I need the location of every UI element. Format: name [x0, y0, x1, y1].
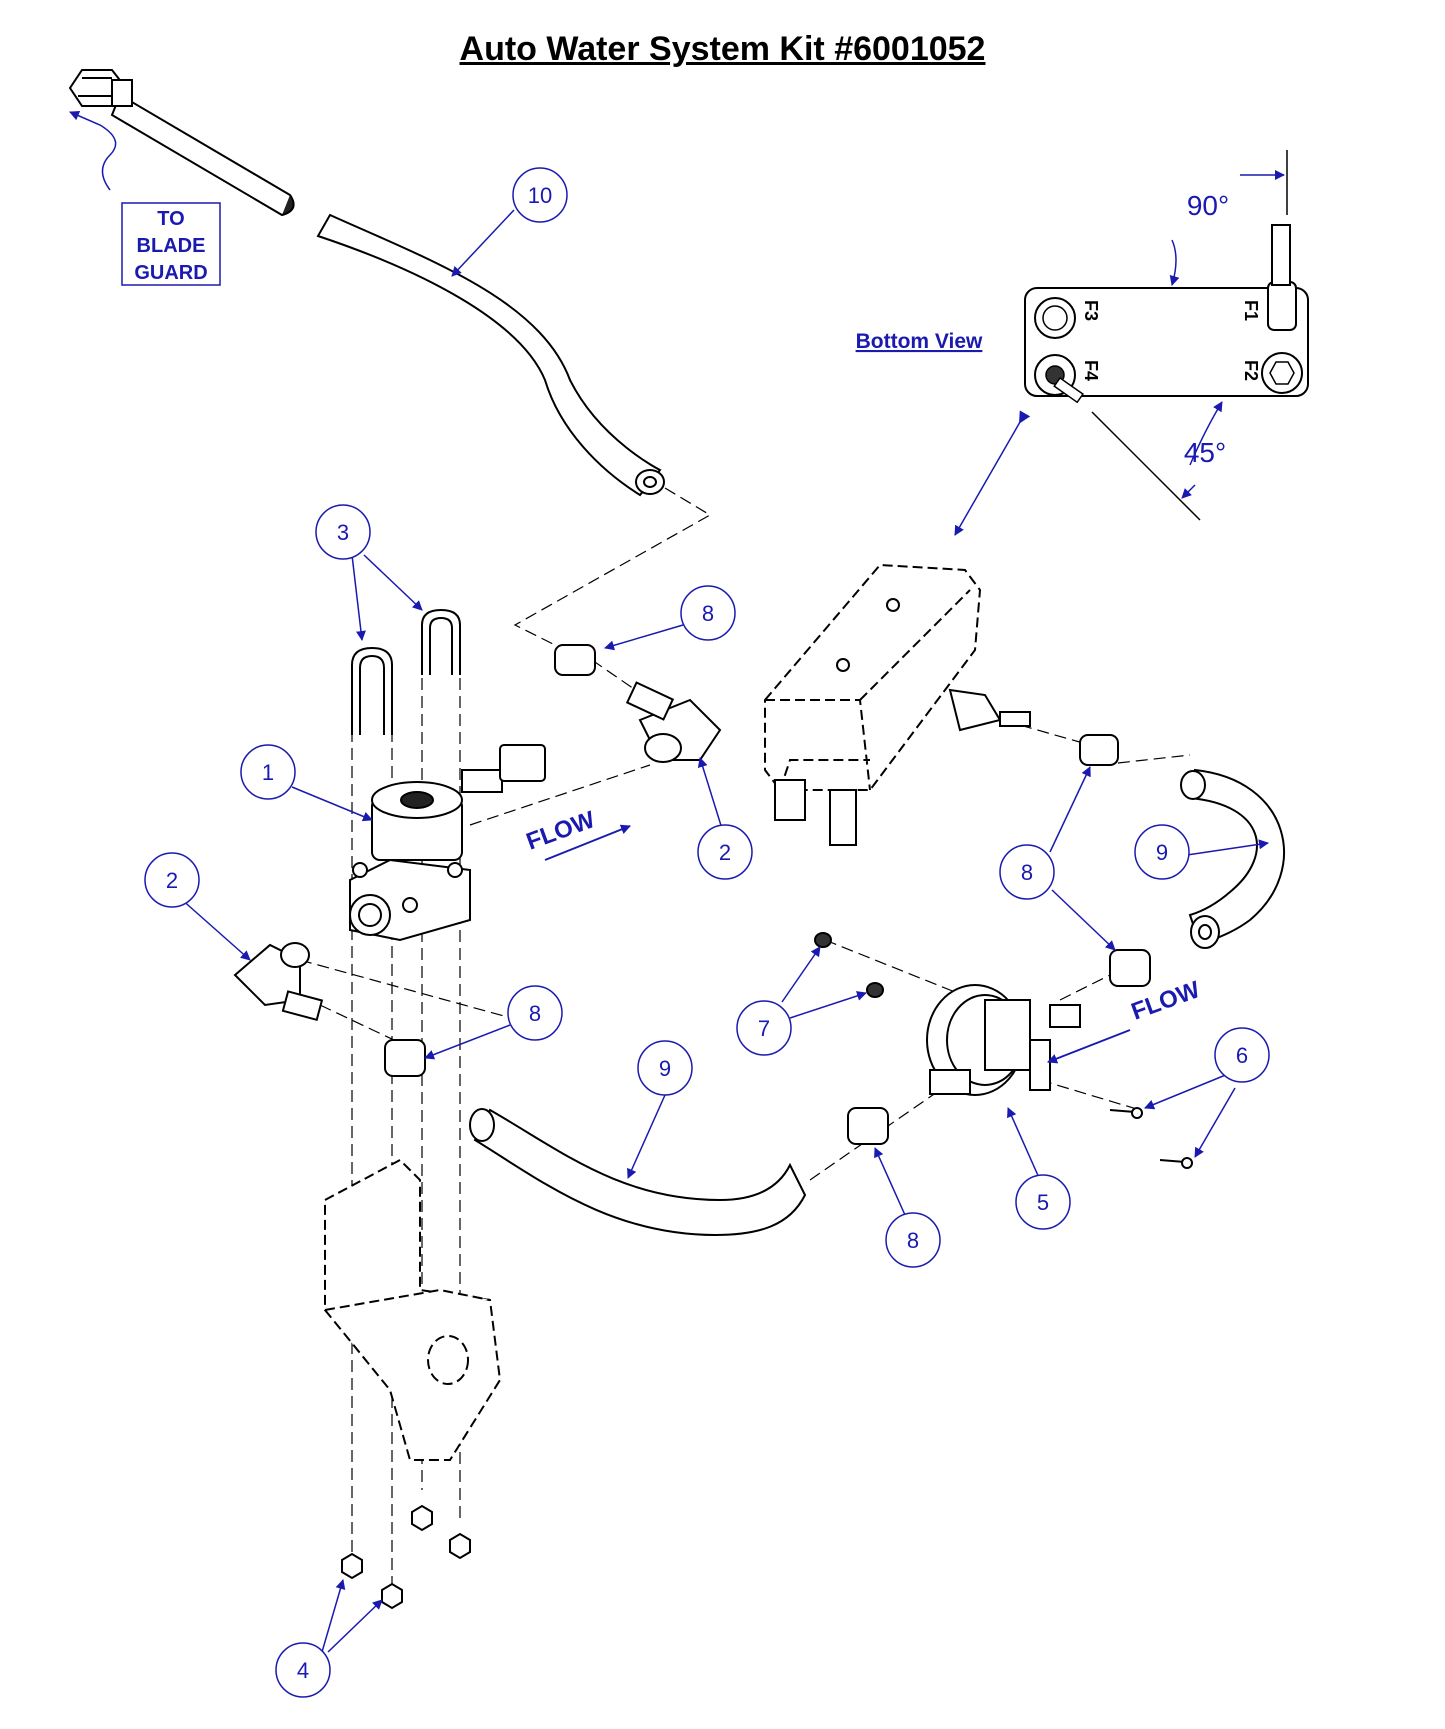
svg-text:8: 8	[529, 1001, 541, 1026]
cap-item-7	[814, 932, 884, 998]
svg-text:9: 9	[1156, 840, 1168, 865]
nut-item-4	[341, 1504, 471, 1610]
svg-text:3: 3	[337, 520, 349, 545]
callout-leader-lines	[179, 209, 1269, 1653]
svg-text:9: 9	[659, 1056, 671, 1081]
screw-item-6	[1109, 1107, 1193, 1169]
callout-8-bottom: 8	[885, 1212, 941, 1268]
angle-45-label: 45°	[1184, 437, 1226, 468]
callout-6: 6	[1214, 1027, 1270, 1083]
callout-3: 3	[315, 504, 371, 560]
fitting-label-f1: F1	[1241, 300, 1261, 321]
svg-text:4: 4	[297, 1658, 309, 1683]
tank-fittings	[774, 598, 1031, 846]
to-blade-guard-line-3: GUARD	[134, 262, 207, 284]
water-tank-assembly	[764, 563, 982, 791]
hose-item-10	[316, 213, 665, 497]
svg-text:8: 8	[907, 1228, 919, 1253]
blade-guard-arrow	[69, 110, 117, 191]
svg-text:2: 2	[166, 868, 178, 893]
fitting-label-f4: F4	[1081, 360, 1101, 381]
svg-text:10: 10	[528, 183, 552, 208]
callout-4: 4	[275, 1642, 331, 1698]
pressure-switch-item-5	[926, 984, 1081, 1096]
svg-text:5: 5	[1037, 1190, 1049, 1215]
to-blade-guard-line-1: TO	[157, 208, 184, 230]
u-bolts-item-3	[351, 608, 461, 735]
bottom-view-panel: F3 F4 F1 F2	[1024, 224, 1309, 404]
angle-90-label: 90°	[1187, 190, 1229, 221]
solenoid-valve-item-1	[349, 744, 546, 942]
callout-9-right: 9	[1134, 824, 1190, 880]
fitting-label-f2: F2	[1241, 360, 1261, 381]
angle-dimension-45	[1091, 401, 1223, 521]
callout-10: 10	[512, 167, 568, 223]
callout-1: 1	[240, 744, 296, 800]
hose-item-9-right	[1180, 768, 1285, 949]
bottom-view-arrow	[954, 410, 1031, 536]
svg-text:2: 2	[719, 840, 731, 865]
callout-8-right: 8	[999, 844, 1055, 900]
svg-text:6: 6	[1236, 1043, 1248, 1068]
to-blade-guard-line-2: BLADE	[137, 235, 206, 257]
flow-label-upper: FLOW	[523, 806, 631, 861]
callout-8-middle-left: 8	[507, 985, 563, 1041]
callout-2-left: 2	[144, 852, 200, 908]
svg-text:8: 8	[1021, 860, 1033, 885]
to-blade-guard-box: TO BLADE GUARD	[121, 202, 221, 286]
svg-text:1: 1	[262, 760, 274, 785]
blade-guard-hose	[68, 69, 295, 217]
svg-text:8: 8	[702, 601, 714, 626]
callout-2-right: 2	[697, 824, 753, 880]
callout-9-lower: 9	[637, 1040, 693, 1096]
callout-5: 5	[1015, 1174, 1071, 1230]
elbow-item-2-left	[233, 942, 324, 1022]
diagram-title: Auto Water System Kit #6001052	[459, 30, 986, 68]
mounting-bracket	[324, 1158, 502, 1461]
clamp-item-8	[384, 644, 1151, 1145]
fitting-label-f3: F3	[1081, 300, 1101, 321]
bottom-view-label: Bottom View	[856, 330, 983, 353]
hose-item-9-lower	[469, 1108, 807, 1237]
svg-text:FLOW: FLOW	[523, 806, 599, 856]
callout-8-top: 8	[680, 585, 736, 641]
callout-7: 7	[736, 1000, 792, 1056]
angle-dimension-90	[1169, 150, 1288, 286]
elbow-item-2-right	[625, 681, 722, 763]
svg-text:7: 7	[758, 1016, 770, 1041]
